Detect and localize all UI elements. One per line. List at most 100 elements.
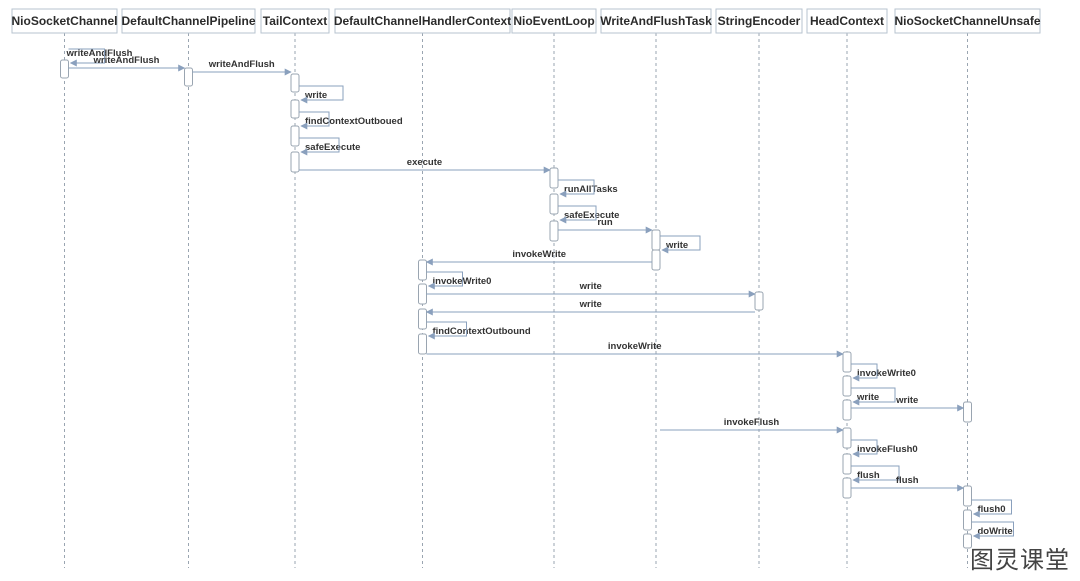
activation-bar bbox=[754, 291, 764, 311]
participant-0: NioSocketChannel bbox=[11, 8, 118, 34]
message-label: write bbox=[665, 240, 688, 251]
activation-bar bbox=[963, 401, 972, 423]
participant-box bbox=[260, 8, 330, 34]
activation-bar bbox=[549, 220, 559, 242]
participant-label: DefaultChannelPipeline bbox=[121, 14, 255, 28]
message-label: findContextOutbound bbox=[433, 326, 531, 337]
activation-bar bbox=[651, 249, 661, 271]
message-6: execute bbox=[299, 157, 551, 174]
message-24: flush0 bbox=[971, 499, 1012, 518]
participant-7: HeadContext bbox=[806, 8, 888, 34]
activation-bar bbox=[60, 59, 69, 79]
message-label: write bbox=[304, 90, 327, 101]
self-call-arrow bbox=[558, 179, 595, 198]
message-7: runAllTasks bbox=[558, 179, 618, 198]
message-3: write bbox=[299, 85, 344, 104]
message-label: writeAndFlush bbox=[208, 59, 275, 70]
activation-bar bbox=[842, 375, 852, 397]
message-label: findContextOutboued bbox=[305, 116, 403, 127]
participant-6: StringEncoder bbox=[715, 8, 803, 34]
message-10: write bbox=[660, 235, 701, 254]
activation-bar bbox=[963, 533, 972, 549]
activation-bar bbox=[418, 308, 427, 330]
activation-bar bbox=[290, 125, 300, 147]
activation-bar bbox=[842, 477, 852, 499]
message-label: flush bbox=[857, 470, 880, 481]
self-call-arrow bbox=[971, 499, 1012, 518]
activation-bar bbox=[418, 283, 427, 305]
message-label: safeExecute bbox=[305, 142, 360, 153]
message-1: writeAndFlush bbox=[68, 55, 186, 72]
self-call-arrow bbox=[426, 321, 467, 340]
message-label: invokeFlush0 bbox=[857, 444, 918, 455]
message-label: writeAndFlush bbox=[93, 55, 160, 66]
activation-bar bbox=[842, 427, 852, 449]
message-label: invokeWrite0 bbox=[857, 368, 916, 379]
message-label: invokeWrite0 bbox=[433, 276, 492, 287]
message-label: invokeWrite bbox=[512, 249, 566, 260]
activation-bar bbox=[418, 259, 427, 281]
message-15: findContextOutbound bbox=[426, 321, 531, 340]
participant-label: WriteAndFlushTask bbox=[600, 14, 712, 28]
activation-bar bbox=[549, 167, 559, 189]
participant-4: NioEventLoop bbox=[511, 8, 597, 34]
message-label: flush bbox=[896, 475, 919, 486]
participant-box bbox=[121, 8, 256, 34]
self-call-arrow bbox=[299, 111, 330, 130]
lifelines bbox=[64, 33, 968, 568]
self-call-arrow bbox=[851, 465, 900, 484]
message-5: safeExecute bbox=[299, 137, 360, 156]
message-4: findContextOutboued bbox=[299, 111, 403, 130]
message-8: safeExecute bbox=[558, 205, 619, 224]
participant-3: DefaultChannelHandlerContext bbox=[334, 8, 511, 34]
message-12: invokeWrite0 bbox=[426, 271, 492, 290]
message-label: execute bbox=[407, 157, 442, 168]
message-label: invokeWrite bbox=[608, 341, 662, 352]
message-20: invokeFlush bbox=[660, 417, 844, 434]
activation-bar bbox=[290, 99, 300, 119]
message-11: invokeWrite bbox=[425, 249, 652, 266]
activation-bars bbox=[60, 59, 972, 549]
self-call-arrow bbox=[660, 235, 701, 254]
activation-bar bbox=[418, 333, 427, 355]
participant-box bbox=[715, 8, 803, 34]
participant-box bbox=[894, 8, 1041, 34]
activation-bar bbox=[842, 351, 852, 373]
participant-label: TailContext bbox=[263, 14, 327, 28]
activation-bar bbox=[290, 73, 300, 93]
watermark: 图灵课堂 bbox=[970, 546, 1070, 574]
message-21: invokeFlush0 bbox=[851, 439, 918, 458]
message-label: runAllTasks bbox=[564, 184, 618, 195]
message-22: flush bbox=[851, 465, 900, 484]
message-0: writeAndFlush bbox=[66, 48, 133, 67]
participant-5: WriteAndFlushTask bbox=[600, 8, 712, 34]
message-13: write bbox=[426, 281, 756, 298]
message-label: flush0 bbox=[978, 504, 1006, 515]
message-23: flush bbox=[851, 475, 965, 492]
self-call-arrow bbox=[299, 85, 344, 104]
participant-label: HeadContext bbox=[810, 14, 884, 28]
self-call-arrow bbox=[851, 439, 878, 458]
participant-label: StringEncoder bbox=[718, 14, 801, 28]
activation-bar bbox=[549, 193, 559, 215]
self-call-arrow bbox=[971, 521, 1014, 540]
message-2: writeAndFlush bbox=[192, 59, 292, 76]
self-call-arrow bbox=[851, 387, 896, 406]
activation-bar bbox=[290, 151, 300, 173]
activation-bar bbox=[651, 229, 661, 251]
message-18: write bbox=[851, 387, 896, 406]
participant-1: DefaultChannelPipeline bbox=[121, 8, 256, 34]
participant-box bbox=[511, 8, 597, 34]
activation-bar bbox=[842, 453, 852, 475]
participant-2: TailContext bbox=[260, 8, 330, 34]
message-label: write bbox=[856, 392, 879, 403]
message-label: safeExecute bbox=[564, 210, 619, 221]
participant-box bbox=[11, 8, 118, 34]
message-label: writeAndFlush bbox=[66, 48, 133, 59]
participant-8: NioSocketChannelUnsafe bbox=[894, 8, 1041, 34]
message-label: doWrite bbox=[978, 526, 1013, 537]
activation-bar bbox=[842, 399, 852, 421]
self-call-arrow bbox=[68, 48, 105, 67]
